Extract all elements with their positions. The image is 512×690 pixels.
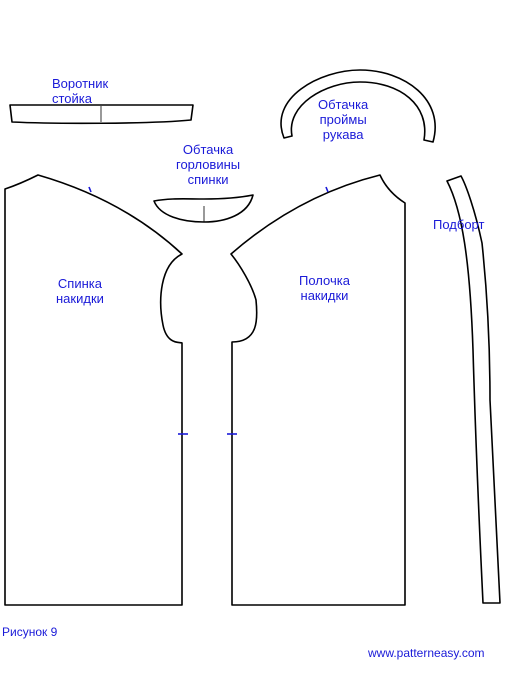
back-piece <box>4 174 183 606</box>
front-facing-piece <box>446 175 501 604</box>
front-piece <box>230 174 406 606</box>
back-label-line-2: накидки <box>56 291 104 306</box>
back-neck-facing-label: Обтачка горловины спинки <box>176 142 240 187</box>
armhole-facing-label: Обтачка проймы рукава <box>318 97 368 142</box>
back-neck-facing-label-line-1: Обтачка <box>182 142 234 157</box>
front-notch-shoulder <box>325 186 329 193</box>
back-label-line-1: Спинка <box>57 276 102 291</box>
front-label-line-1: Полочка <box>299 273 350 288</box>
website-link[interactable]: www.patterneasy.com <box>368 646 485 660</box>
collar-label: Воротник стойка <box>52 76 108 106</box>
front-label: Полочка накидки <box>299 273 350 303</box>
front-facing-label: Подборт <box>433 217 485 232</box>
back-label: Спинка накидки <box>56 276 104 306</box>
back-neck-facing-label-line-3: спинки <box>187 172 229 187</box>
collar-piece <box>9 104 194 125</box>
armhole-facing-label-line-1: Обтачка <box>318 97 369 112</box>
collar-label-line-2: стойка <box>52 91 93 106</box>
figure-caption: Рисунок 9 <box>2 625 58 639</box>
armhole-facing-label-line-2: проймы <box>319 112 367 127</box>
back-neck-facing-label-line-2: горловины <box>176 157 241 172</box>
back-notch-shoulder <box>88 186 92 193</box>
armhole-facing-piece <box>280 69 436 143</box>
back-neck-facing-piece <box>153 194 254 223</box>
front-label-line-2: накидки <box>300 288 349 303</box>
armhole-facing-label-line-3: рукава <box>322 127 364 142</box>
collar-label-line-1: Воротник <box>52 76 109 91</box>
